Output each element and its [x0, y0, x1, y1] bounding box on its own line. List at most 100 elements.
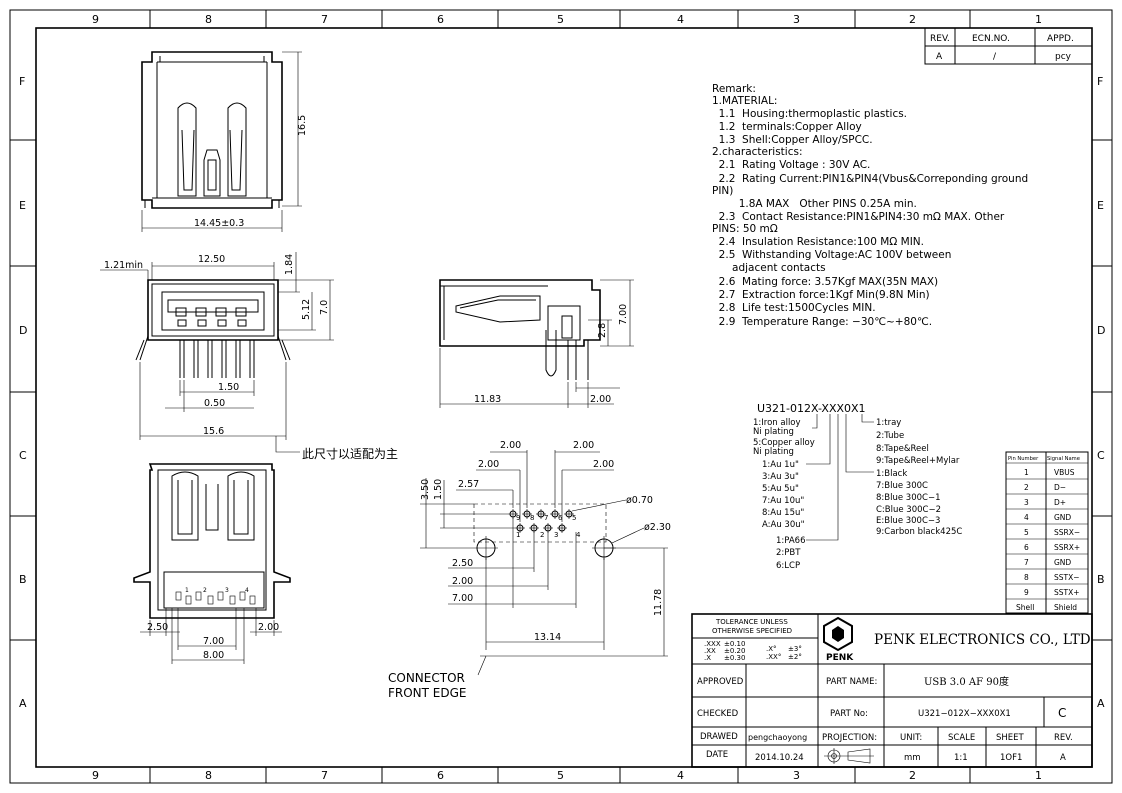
- zone-left-A: A: [19, 697, 27, 710]
- remark-line: 1.MATERIAL:: [712, 95, 777, 107]
- pcb-pin-7: 7: [544, 514, 548, 522]
- zone-right-C: C: [1097, 449, 1105, 462]
- svg-text:1: 1: [185, 587, 189, 594]
- side-dim-11-83: 11.83: [474, 394, 501, 405]
- packing-1: 1:tray: [876, 418, 901, 428]
- dim-1-21-min: 1.21min: [104, 260, 143, 271]
- part-code-number: U321-012X-XXX0X1: [757, 402, 866, 415]
- dim-1-84: 1.84: [284, 254, 295, 275]
- dim-width-top: 14.45±0.3: [194, 218, 244, 229]
- remark-line: 2.5 Withstanding Voltage:AC 100V between: [712, 249, 951, 261]
- checked-label: CHECKED: [697, 709, 739, 719]
- pin-number: 2: [1024, 483, 1029, 492]
- tol-title-1: TOLERANCE UNLESS: [715, 618, 788, 626]
- pcb-dim-11-78: 11.78: [653, 589, 664, 616]
- pcb-pin-1: 1: [516, 531, 520, 539]
- zone-left-D: D: [19, 324, 27, 337]
- front-view: 12.50 1.21min 1.84 5.12 7.0 1.50 0.50 15…: [100, 252, 398, 461]
- drawer-name: pengchaoyong: [748, 733, 807, 742]
- rev-label: REV.: [1054, 733, 1073, 743]
- pin-signal: SSTX−: [1054, 573, 1080, 582]
- remark-line: 2.8 Life test:1500Cycles MIN.: [712, 302, 876, 314]
- zone-top-3: 3: [793, 13, 800, 26]
- dim-1-50: 1.50: [218, 382, 239, 393]
- ang-x: .X°: [766, 645, 777, 653]
- bottom-dim-2-50: 2.50: [147, 622, 168, 633]
- scale-label: SCALE: [948, 733, 975, 743]
- material-3: 6:LCP: [776, 561, 800, 571]
- remark-line: 2.6 Mating force: 3.57Kgf MAX(35N MAX): [712, 276, 938, 288]
- zone-ticks: [10, 10, 1112, 783]
- pcb-pin-8: 8: [530, 514, 534, 522]
- tol-x-val: ±0.30: [724, 654, 745, 662]
- svg-text:4: 4: [245, 587, 249, 594]
- pin-signal: SSTX+: [1054, 588, 1080, 597]
- remark-line: 2.characteristics:: [712, 146, 803, 158]
- zone-left-E: E: [19, 199, 26, 212]
- bottom-dim-2-00: 2.00: [258, 622, 279, 633]
- rev-value-rev: A: [936, 52, 943, 62]
- tol-xx-val: ±0.20: [724, 647, 745, 655]
- tol-xx: .XX: [704, 647, 716, 655]
- ang-xx: .XX°: [766, 653, 781, 661]
- unit-value: mm: [904, 753, 921, 763]
- zone-bottom-2: 2: [909, 769, 916, 782]
- bottom-dim-7-00: 7.00: [203, 636, 224, 647]
- pin-signal: D−: [1054, 483, 1066, 492]
- remark-line: 1.8A MAX Other PINS 0.25A min.: [712, 198, 917, 210]
- zone-top-9: 9: [92, 13, 99, 26]
- penk-logo: PENK: [823, 616, 854, 663]
- tol-xxx: .XXX: [704, 640, 721, 648]
- plating-1: 1:Iron alloy: [753, 418, 801, 428]
- connector-label-2: FRONT EDGE: [388, 686, 467, 700]
- dim-0-50: 0.50: [204, 398, 225, 409]
- pin-number: 5: [1024, 528, 1029, 537]
- pcb-pin-3: 3: [554, 531, 558, 539]
- pin-number: 3: [1024, 498, 1029, 507]
- rev-header-rev: REV.: [930, 34, 950, 44]
- zone-top-5: 5: [557, 13, 564, 26]
- logo-text: PENK: [826, 653, 854, 663]
- pcb-dim-1-50: 1.50: [433, 479, 444, 500]
- zone-top-1: 1: [1035, 13, 1042, 26]
- pcb-dim-2-50: 2.50: [452, 558, 473, 569]
- pin-number: 9: [1024, 588, 1029, 597]
- remark-line: 2.7 Extraction force:1Kgf Min(9.8N Min): [712, 289, 930, 301]
- pcb-pin-5: 5: [572, 514, 576, 522]
- zone-right-A: A: [1097, 697, 1105, 710]
- outer-frame: [9, 9, 1113, 784]
- gold-2: 3:Au 3u": [762, 472, 799, 482]
- zone-right-B: B: [1097, 573, 1105, 586]
- pcb-dim-2-00-d: 2.00: [593, 459, 614, 470]
- zone-bottom-1: 1: [1035, 769, 1042, 782]
- rev-header-ecn: ECN.NO.: [972, 34, 1010, 44]
- pin-signal: SSRX+: [1054, 543, 1080, 552]
- remark-line: 2.9 Temperature Range: −30℃~+80℃.: [712, 316, 932, 328]
- pcb-dim-2-00-a: 2.00: [500, 440, 521, 451]
- dim-5-12: 5.12: [301, 299, 312, 320]
- date-value: 2014.10.24: [755, 753, 804, 763]
- plating-3: 5:Copper alloy: [753, 438, 815, 448]
- color-2: 7:Blue 300C: [876, 481, 928, 491]
- zone-right-E: E: [1097, 199, 1104, 212]
- projection-symbol-icon: [824, 748, 874, 764]
- pin-number: Shell: [1016, 603, 1034, 612]
- color-1: 1:Black: [876, 469, 907, 479]
- ang-xx-val: ±2°: [788, 653, 802, 661]
- rev-header-appd: APPD.: [1047, 34, 1074, 44]
- svg-text:3: 3: [225, 587, 229, 594]
- rev-value-appd: pcy: [1055, 52, 1072, 62]
- pcb-dim-2-57: 2.57: [458, 479, 479, 490]
- revision-block: REV. ECN.NO. APPD. A / pcy: [924, 27, 1093, 65]
- remark-line: 2.1 Rating Voltage : 30V AC.: [712, 159, 870, 171]
- color-6: 9:Carbon black425C: [876, 527, 962, 537]
- remark-line: 1.2 terminals:Copper Alloy: [712, 121, 862, 133]
- side-view: 7.00 2.8 11.83 2.00: [439, 279, 634, 408]
- part-code: U321-012X-XXX0X1 1:Iron alloy Ni plating…: [753, 402, 962, 571]
- pin-signal: D+: [1054, 498, 1066, 507]
- pcb-pin-4: 4: [576, 531, 581, 539]
- packing-2: 2:Tube: [876, 431, 904, 441]
- gold-5: 8:Au 15u": [762, 508, 804, 518]
- pcb-dim-2-00-c: 2.00: [478, 459, 499, 470]
